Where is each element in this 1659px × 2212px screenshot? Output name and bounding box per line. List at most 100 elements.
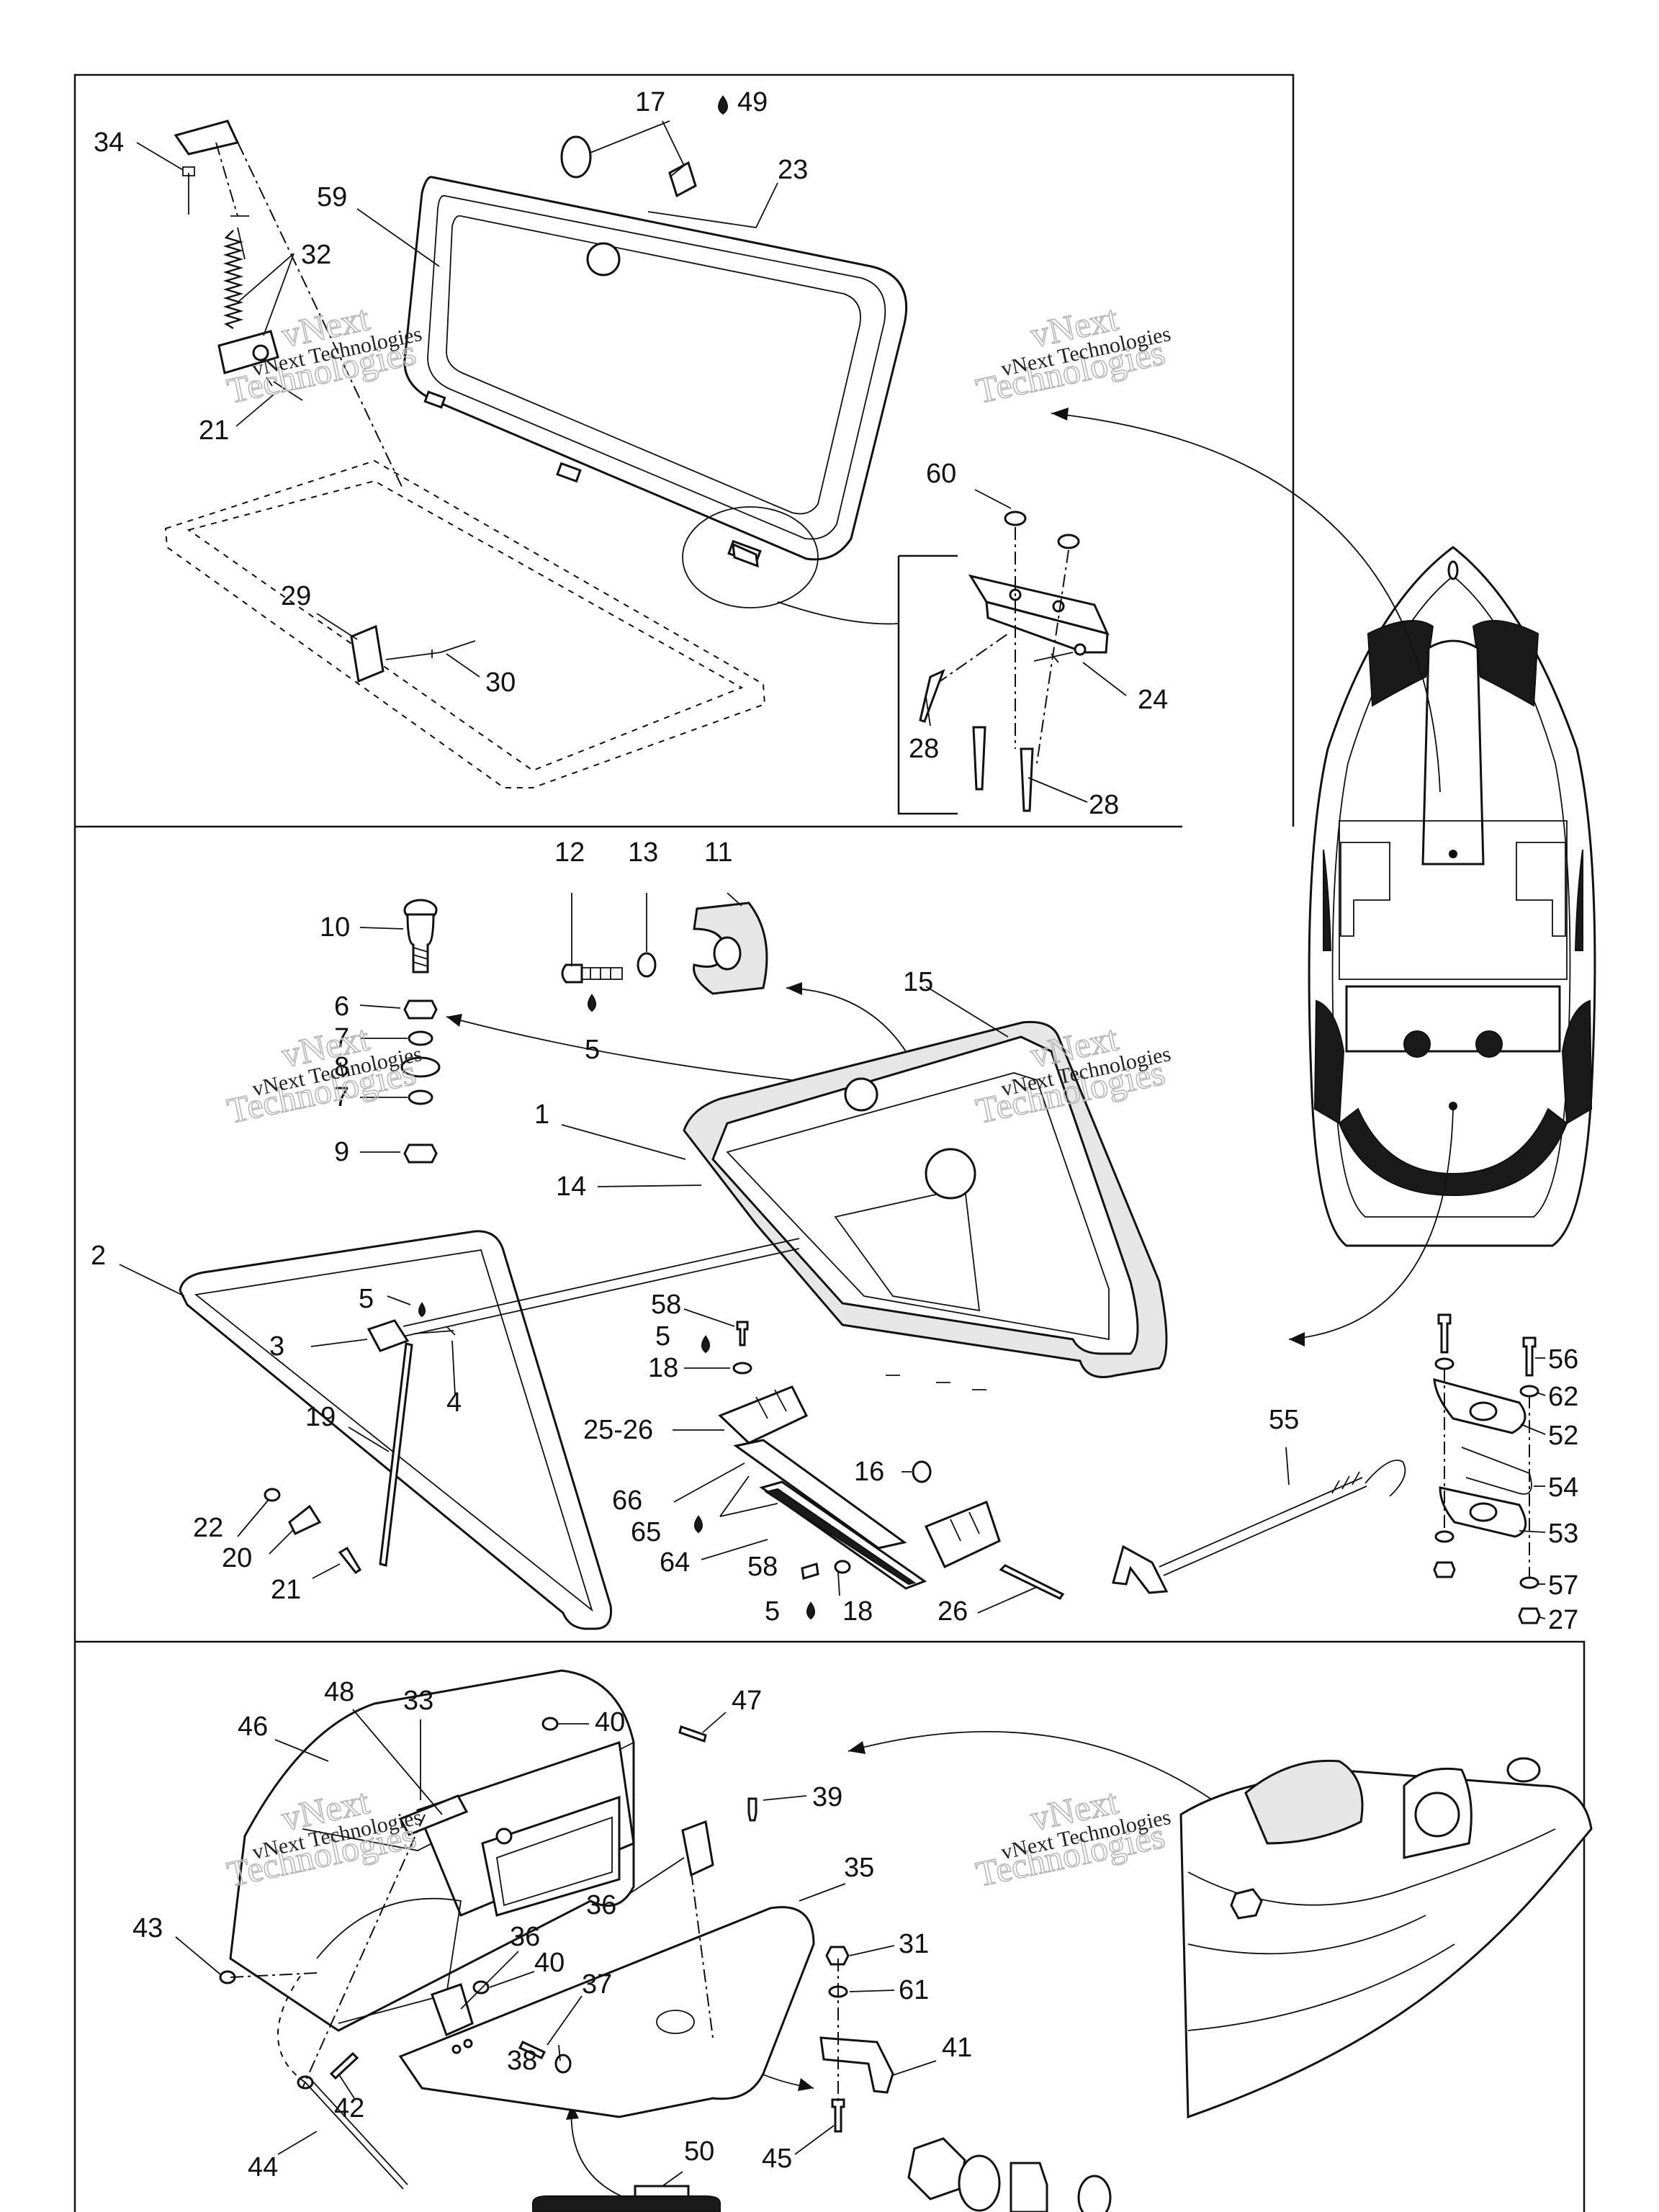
bumper-16 <box>912 1460 932 1483</box>
nut-27 <box>1518 1607 1541 1624</box>
washer-22 <box>264 1488 281 1502</box>
callout-5-top: 5 <box>585 1035 600 1065</box>
callout-34: 34 <box>94 127 124 158</box>
callout-41: 41 <box>942 2033 972 2063</box>
watermark-6: vNext Technologies vNext Technologies <box>972 1780 1173 1894</box>
callout-40-top: 40 <box>595 1707 625 1737</box>
spring <box>222 230 244 330</box>
leader-lines <box>119 120 1546 2187</box>
callout-18-lower: 18 <box>842 1596 873 1627</box>
strip-66 <box>733 1439 907 1550</box>
screw-47 <box>678 1725 707 1743</box>
console-housing <box>229 1669 635 2032</box>
storage-lid-frame <box>403 176 908 561</box>
callout-20: 20 <box>222 1543 252 1573</box>
callout-12: 12 <box>554 837 585 868</box>
nut-6 <box>403 999 438 1020</box>
callout-15: 15 <box>903 967 933 997</box>
callout-7-lower: 7 <box>334 1082 349 1112</box>
callout-47: 47 <box>732 1686 762 1716</box>
callout-60: 60 <box>926 459 956 489</box>
bolt-56b <box>1522 1336 1537 1377</box>
callout-59: 59 <box>317 182 347 212</box>
bracket-41 <box>819 2036 894 2094</box>
callout-26: 26 <box>938 1596 968 1627</box>
callout-22: 22 <box>193 1513 223 1543</box>
callout-48: 48 <box>324 1677 354 1707</box>
watercraft-side-view <box>1179 1757 1593 2119</box>
callout-30: 30 <box>485 667 516 698</box>
callout-58-upper: 58 <box>651 1290 681 1320</box>
callout-2: 2 <box>91 1241 106 1271</box>
callout-16: 16 <box>854 1457 884 1487</box>
hinge-3 <box>367 1319 410 1352</box>
callout-36-lower: 36 <box>510 1922 540 1952</box>
console-glove-box-assembly <box>219 1669 1112 2212</box>
callout-33: 33 <box>403 1686 433 1716</box>
callout-45: 45 <box>762 2144 792 2174</box>
callout-43: 43 <box>132 1913 163 1943</box>
callout-28-right: 28 <box>1089 790 1119 820</box>
callout-31: 31 <box>899 1929 929 1959</box>
callout-40-lower: 40 <box>534 1948 565 1978</box>
gas-strut-19 <box>379 1342 413 1567</box>
callout-18-upper: 18 <box>648 1353 678 1383</box>
hinge-26 <box>924 1501 1001 1569</box>
callout-numbers: 34 17 49 23 59 32 21 60 29 30 24 28 28 1… <box>91 87 1578 2182</box>
callout-64: 64 <box>660 1547 690 1578</box>
callout-66: 66 <box>612 1485 642 1516</box>
callout-49: 49 <box>737 87 768 117</box>
washer-18b <box>834 1560 851 1574</box>
callout-57: 57 <box>1548 1570 1578 1601</box>
reference-arrows <box>446 408 1454 2204</box>
washer-13 <box>637 952 657 978</box>
rivet-28b <box>972 726 986 791</box>
callout-42: 42 <box>334 2093 364 2123</box>
bracket-29 <box>350 624 385 683</box>
hinge-25 <box>718 1385 809 1444</box>
bolt-56a <box>1437 1313 1452 1354</box>
screw-39 <box>747 1797 757 1822</box>
callout-7-upper: 7 <box>334 1023 349 1053</box>
washer-40a <box>541 1717 559 1731</box>
callout-14: 14 <box>556 1172 586 1202</box>
callout-52: 52 <box>1548 1421 1578 1451</box>
hinge-36a <box>681 1820 714 1877</box>
callout-23: 23 <box>778 155 808 185</box>
callout-5-hinge-lower: 5 <box>765 1596 780 1627</box>
callout-3: 3 <box>269 1331 284 1362</box>
callout-8: 8 <box>334 1052 349 1082</box>
callout-28-left: 28 <box>909 734 939 764</box>
bolt-45 <box>831 2098 845 2133</box>
washer-57 <box>1519 1576 1539 1589</box>
washer-7b <box>408 1089 433 1105</box>
callout-10: 10 <box>320 912 350 943</box>
callout-61: 61 <box>899 1975 929 2005</box>
callout-37: 37 <box>582 1969 612 2000</box>
callout-65: 65 <box>631 1517 661 1547</box>
rivet-28c <box>1020 747 1034 812</box>
washer-8 <box>400 1056 441 1078</box>
callout-56: 56 <box>1548 1344 1578 1375</box>
screw-37 <box>518 2041 547 2059</box>
watermark-2: vNext Technologies vNext Technologies <box>972 297 1173 411</box>
callout-9: 9 <box>334 1137 349 1167</box>
storage-lid-assembly <box>164 120 1110 812</box>
callout-4: 4 <box>446 1388 462 1418</box>
callout-25-26: 25-26 <box>583 1415 653 1445</box>
callout-21-top: 21 <box>199 415 229 446</box>
callout-54: 54 <box>1548 1473 1578 1503</box>
nut-31 <box>825 1946 850 1966</box>
callout-21-door: 21 <box>271 1575 301 1605</box>
callout-13: 13 <box>628 837 658 868</box>
rivet-28a <box>919 669 945 723</box>
bolt-10 <box>406 913 435 974</box>
screw-58a <box>736 1321 749 1346</box>
callout-35: 35 <box>844 1853 874 1883</box>
washer-62 <box>1519 1385 1539 1398</box>
opening-outline <box>164 459 766 788</box>
watercraft-top-view <box>1308 546 1596 1247</box>
callout-38: 38 <box>507 2046 537 2076</box>
washer-7a <box>408 1030 433 1046</box>
